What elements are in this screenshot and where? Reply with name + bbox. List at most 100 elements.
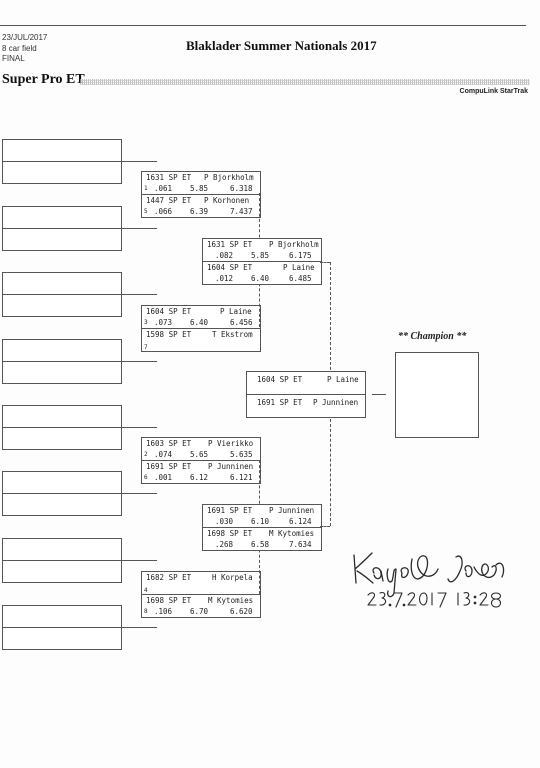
driver-name: P Bjorkholm <box>269 240 319 249</box>
entry-box <box>2 272 122 295</box>
dial-in: 6.58 <box>251 540 270 549</box>
driver-name: M Kytomies <box>208 596 254 605</box>
connector-line <box>320 262 330 263</box>
connector-line <box>259 193 260 253</box>
elapsed-time: 6.121 <box>230 473 253 482</box>
connector-line <box>330 262 331 370</box>
entry-number: 1447 SP ET <box>146 196 192 205</box>
handwritten-signature <box>353 552 505 608</box>
entry-number: 1598 SP ET <box>146 330 192 339</box>
reaction-time: .073 <box>154 318 173 327</box>
driver-name: P Junninen <box>269 506 315 515</box>
connector-line <box>121 427 157 428</box>
dial-in: 6.70 <box>190 607 209 616</box>
entry-box <box>2 493 122 516</box>
event-title: Blaklader Summer Nationals 2017 <box>186 38 377 53</box>
seed-number: 2 <box>144 451 148 458</box>
entry-number: 1631 SP ET <box>146 173 192 182</box>
round1-match: 1603 SP ET P Vierikko 2 .074 5.65 5.635 … <box>141 437 261 484</box>
connector-line <box>121 294 157 295</box>
entry-box <box>2 627 122 650</box>
connector-line <box>330 419 331 526</box>
seed-number: 1 <box>144 185 148 192</box>
elapsed-time: 6.620 <box>230 607 253 616</box>
entry-box <box>2 139 122 162</box>
dial-in: 6.40 <box>251 274 270 283</box>
title-hatch-bar <box>80 79 530 85</box>
round2-match: 1631 SP ET P Bjorkholm .082 5.85 6.175 1… <box>202 238 322 285</box>
entry-number: 1603 SP ET <box>146 439 192 448</box>
driver-name: T Ekstrom <box>212 330 253 339</box>
entry-box <box>2 206 122 229</box>
entry-box <box>2 161 122 184</box>
brand-label: CompuLink StarTrak <box>459 88 528 95</box>
entry-number: 1631 SP ET <box>207 240 253 249</box>
seed-number: 3 <box>144 319 148 326</box>
entry-box <box>2 361 122 384</box>
entry-box <box>2 538 122 561</box>
connector-line <box>121 627 157 628</box>
entry-box <box>2 339 122 362</box>
reaction-time: .001 <box>154 473 173 482</box>
connector-line <box>121 493 157 494</box>
elapsed-time: 7.437 <box>230 207 253 216</box>
round2-match: 1691 SP ET P Junninen .030 6.10 6.124 16… <box>202 504 322 551</box>
entry-box <box>2 228 122 251</box>
elapsed-time: 6.175 <box>289 251 312 260</box>
reaction-time: .074 <box>154 450 173 459</box>
connector-line <box>259 534 260 594</box>
champion-box <box>395 352 479 438</box>
stage-label: FINAL <box>2 54 25 63</box>
seed-number: 8 <box>144 608 148 615</box>
connector-line <box>320 526 330 527</box>
seed-number: 4 <box>144 587 148 594</box>
seed-number: 6 <box>144 474 148 481</box>
final-match: 1604 SP ET P Laine 1691 SP ET P Junninen <box>246 371 366 418</box>
connector-line <box>259 460 260 524</box>
round1-match: 1682 SP ET H Korpela 4 1698 SP ET M Kyto… <box>141 571 261 618</box>
entry-number: 1698 SP ET <box>146 596 192 605</box>
driver-name: P Laine <box>283 263 315 272</box>
entry-number: 1604 SP ET <box>257 375 303 384</box>
entry-box <box>2 294 122 317</box>
dial-in: 5.65 <box>190 450 209 459</box>
dial-in: 5.85 <box>251 251 270 260</box>
driver-name: P Laine <box>327 375 359 384</box>
entry-box <box>2 427 122 450</box>
reaction-time: .061 <box>154 184 173 193</box>
entry-number: 1691 SP ET <box>257 398 303 407</box>
seed-number: 7 <box>144 344 148 351</box>
entry-number: 1682 SP ET <box>146 573 192 582</box>
connector-line <box>372 394 386 395</box>
connector-line <box>121 161 157 162</box>
driver-name: P Laine <box>220 307 252 316</box>
reaction-time: .030 <box>215 517 234 526</box>
reaction-time: .106 <box>154 607 173 616</box>
driver-name: P Junninen <box>313 398 359 407</box>
driver-name: M Kytomies <box>269 529 315 538</box>
entry-box <box>2 471 122 494</box>
round1-match: 1631 SP ET P Bjorkholm 1 .061 5.85 6.318… <box>141 171 261 218</box>
connector-line <box>121 361 157 362</box>
category-title: Super Pro ET <box>2 72 85 87</box>
connector-line <box>121 560 157 561</box>
driver-name: P Bjorkholm <box>204 173 254 182</box>
entry-number: 1604 SP ET <box>146 307 192 316</box>
reaction-time: .012 <box>215 274 234 283</box>
reaction-time: .066 <box>154 207 173 216</box>
driver-name: H Korpela <box>212 573 253 582</box>
entry-number: 1604 SP ET <box>207 263 253 272</box>
elapsed-time: 6.124 <box>289 517 312 526</box>
entry-number: 1698 SP ET <box>207 529 253 538</box>
entry-box <box>2 405 122 428</box>
elapsed-time: 6.318 <box>230 184 253 193</box>
seed-number: 5 <box>144 208 148 215</box>
driver-name: P Vierikko <box>208 439 254 448</box>
top-rule <box>0 25 526 26</box>
elapsed-time: 6.456 <box>230 318 253 327</box>
dial-in: 6.39 <box>190 207 209 216</box>
report-date: 23/JUL/2017 <box>2 33 48 42</box>
driver-name: P Korhonen <box>204 196 250 205</box>
connector-line <box>259 263 260 327</box>
dial-in: 6.12 <box>190 473 209 482</box>
